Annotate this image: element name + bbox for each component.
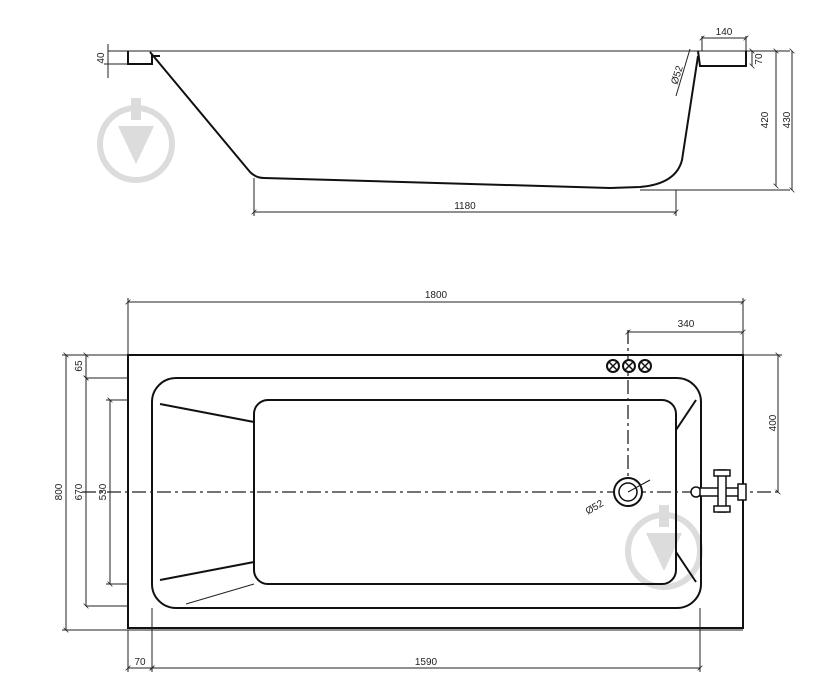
side-view: 1180 40 140 70 Ø52 420 430 bbox=[96, 27, 795, 216]
total-height-label: 430 bbox=[782, 111, 793, 128]
drain-diameter-label: Ø52 bbox=[584, 498, 606, 517]
rim-width-label: 140 bbox=[716, 27, 733, 38]
inner-length-label: 1590 bbox=[415, 657, 438, 668]
rim-height-label: 70 bbox=[754, 53, 765, 65]
total-width-label: 800 bbox=[54, 483, 65, 500]
floor-width-label: 530 bbox=[98, 483, 109, 500]
watermark-logo-icon bbox=[97, 98, 175, 183]
drain-offset-label: 340 bbox=[678, 319, 695, 330]
left-edge-label: 70 bbox=[134, 657, 146, 668]
total-length-label: 1800 bbox=[425, 290, 448, 301]
drain-icon bbox=[613, 477, 651, 507]
inner-width-label: 670 bbox=[74, 483, 85, 500]
overflow-diameter-label: Ø52 bbox=[669, 64, 685, 86]
rim-thickness-label: 40 bbox=[96, 52, 107, 64]
overflow-knob-icon bbox=[606, 359, 652, 373]
watermark-logo-icon bbox=[625, 505, 703, 590]
mixer-offset-label: 400 bbox=[768, 414, 779, 431]
edge-offset-label: 65 bbox=[74, 360, 85, 372]
plan-view: Ø52 1800 340 400 800 65 bbox=[54, 290, 782, 672]
inner-depth-label: 420 bbox=[760, 111, 771, 128]
mixer-tap-icon bbox=[690, 469, 747, 513]
floor-length-label: 1180 bbox=[454, 201, 476, 212]
